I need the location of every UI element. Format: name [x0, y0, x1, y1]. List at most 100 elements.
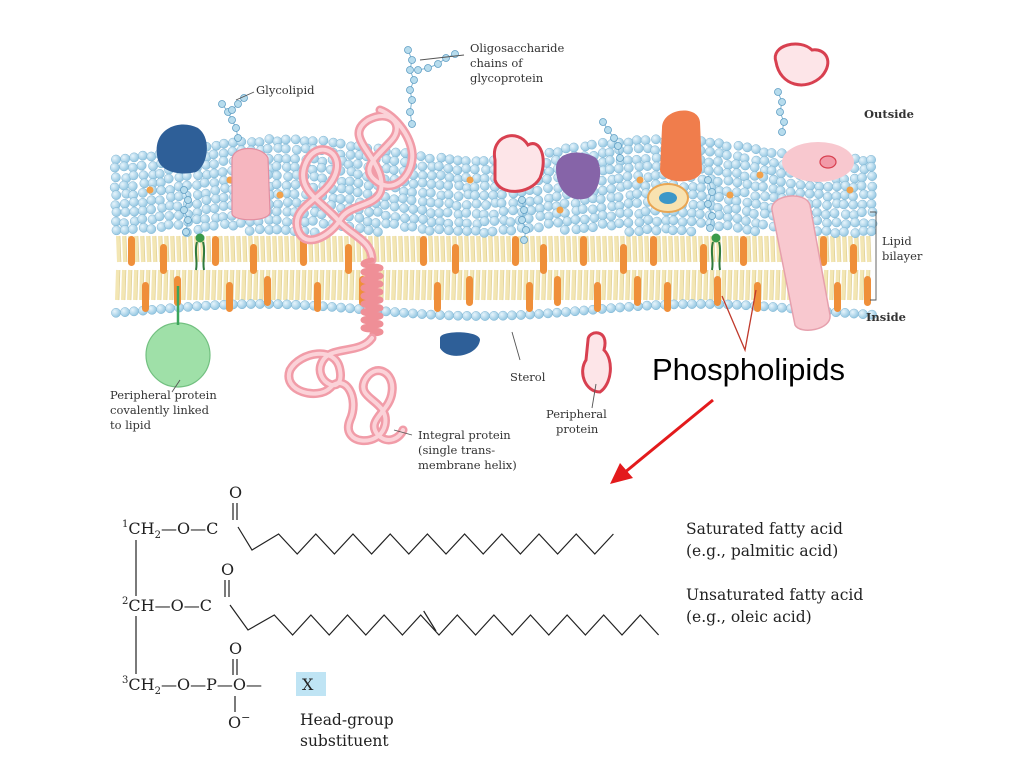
lipid-head: [642, 300, 652, 311]
lipid-head: [389, 219, 400, 229]
sugar-bead: [228, 116, 236, 124]
lipid-head: [254, 137, 265, 147]
lipid-tail-edge: [334, 269, 337, 301]
lipid-tail: [775, 269, 780, 301]
lipid-tail: [830, 235, 835, 263]
lipid-tail: [752, 235, 757, 263]
lipid-tail-edge: [191, 235, 194, 263]
peripheral-lipid-label-3: to lipid: [110, 418, 152, 432]
lipid-head: [408, 179, 419, 189]
lipid-tail: [536, 235, 541, 263]
lipid-tail-edge: [736, 269, 739, 301]
lipid-tail-edge: [346, 269, 349, 301]
lipid-head: [543, 308, 553, 319]
lipid-head: [291, 299, 301, 310]
lipid-tail: [230, 235, 235, 263]
lipid-head: [434, 208, 445, 218]
lipid-tail: [271, 269, 276, 301]
lipid-head: [652, 216, 662, 227]
lipid-tail-edge: [580, 269, 583, 301]
lipid-head: [452, 165, 463, 176]
c1-num: 1: [122, 519, 128, 530]
lipid-head: [742, 142, 753, 153]
lipid-tail: [410, 235, 415, 263]
lipid-head: [345, 176, 355, 187]
lipid-head: [318, 218, 329, 229]
lipid-tail: [602, 235, 607, 263]
lipid-tail: [206, 235, 211, 263]
lipid-tail-edge: [844, 269, 847, 301]
lipid-head: [128, 170, 139, 181]
cis-double-bond: [423, 610, 437, 632]
lipid-head: [425, 188, 436, 198]
lipid-tail: [668, 235, 673, 263]
lipid-head: [749, 208, 759, 219]
lipid-tail-edge: [700, 269, 703, 301]
saturated-label-2: (e.g., palmitic acid): [686, 542, 838, 560]
lipid-tail-edge: [478, 269, 481, 301]
lipid-head: [246, 299, 256, 309]
lipid-head: [742, 179, 753, 190]
lipid-head: [218, 156, 229, 166]
lipid-tail: [674, 235, 679, 263]
lipid-head: [443, 189, 454, 200]
lipid-tail: [481, 269, 486, 301]
sterol-rod: [650, 236, 657, 266]
sugar-bead: [604, 126, 612, 134]
lipid-tail-edge: [568, 269, 571, 301]
lipid-tail-edge: [737, 235, 740, 263]
lipid-head: [137, 214, 148, 224]
membrane-labels: Oligosaccharide chains of glycoprotein G…: [110, 41, 923, 472]
lipid-head: [426, 217, 437, 227]
lipid-head: [542, 174, 552, 184]
lipid-head: [822, 191, 833, 202]
lipid-tail-edge: [629, 235, 632, 263]
lipid-head: [640, 206, 651, 217]
sugar-bead: [518, 196, 526, 204]
unsaturated-chain: [229, 604, 660, 636]
lipid-tail-edge: [706, 269, 709, 301]
c2-oxygen: O: [221, 560, 234, 579]
lipid-head: [417, 309, 427, 319]
lipid-head: [479, 227, 490, 238]
lipid-tail-edge: [616, 269, 619, 301]
lipid-head: [623, 198, 634, 209]
lipid-tail: [218, 235, 223, 263]
lipid-tail-edge: [731, 235, 734, 263]
lipid-tail-edge: [292, 269, 295, 301]
lipid-head: [434, 224, 445, 235]
lipid-tail: [343, 269, 348, 301]
sugar-bead: [404, 46, 412, 54]
lipid-head: [751, 144, 761, 155]
lipid-head: [696, 190, 707, 201]
lipid-head: [444, 310, 454, 321]
lipid-head: [471, 198, 482, 209]
lipid-head: [643, 214, 654, 225]
lipid-head: [678, 299, 688, 310]
lipid-head: [352, 169, 363, 180]
lipid-tail-edge: [491, 235, 494, 263]
lipid-tail-edge: [460, 269, 463, 301]
lipid-head: [624, 301, 634, 312]
lipid-head: [713, 156, 723, 167]
lipid-tail: [488, 235, 493, 263]
lipid-head: [426, 309, 436, 320]
lipid-tail: [493, 269, 498, 301]
lipid-tail: [554, 235, 559, 263]
lipid-tail: [506, 235, 511, 263]
lipid-head: [579, 223, 589, 233]
lipid-tail-edge: [148, 269, 151, 301]
lipid-tail: [457, 269, 462, 301]
lipid-head: [714, 210, 725, 220]
lipid-head: [506, 225, 517, 236]
lipid-tail: [458, 235, 463, 263]
lipid-tail: [566, 235, 571, 263]
lipid-tail: [398, 235, 403, 263]
lipid-tail: [301, 269, 306, 301]
lipid-head: [534, 309, 544, 319]
c2-link: —O—: [155, 596, 200, 615]
lipid-head: [705, 146, 715, 157]
lipid-tail-edge: [155, 235, 158, 263]
lipid-head: [119, 199, 130, 209]
lipid-head: [742, 197, 753, 208]
